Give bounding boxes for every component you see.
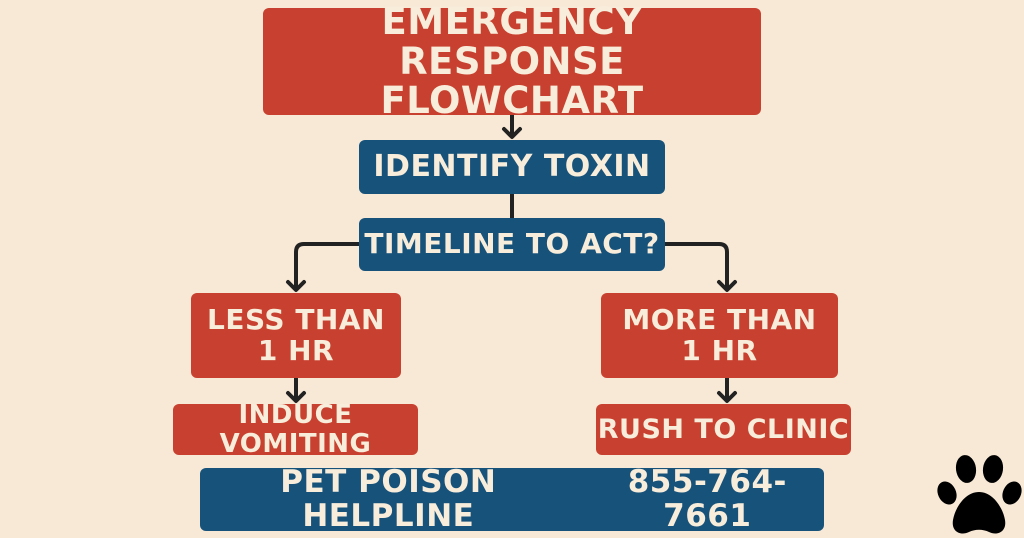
- less-than-line-2: 1 hr: [257, 333, 335, 367]
- induce-vomiting-label: Induce Vomiting: [219, 400, 372, 459]
- arrow-timeline-to-less-than: [286, 242, 359, 292]
- rush-to-clinic-label: Rush to Clinic: [597, 413, 850, 445]
- less-than-1hr-box: Less than 1 hr: [191, 293, 401, 378]
- title-line-2: Flowchart: [380, 79, 644, 123]
- helpline-phone: 855-764-7661: [627, 464, 787, 534]
- flowchart-title-box: Emergency Response Flowchart: [263, 1, 761, 121]
- identify-toxin-label: Identify Toxin: [373, 148, 651, 184]
- rush-to-clinic-box: Rush to Clinic: [596, 404, 851, 455]
- identify-toxin-box: Identify Toxin: [359, 140, 665, 194]
- title-line-1: Emergency Response: [381, 0, 643, 83]
- helpline-label: Pet Poison Helpline: [280, 464, 497, 534]
- helpline-banner: Pet Poison Helpline 855-764-7661: [200, 464, 824, 534]
- timeline-decision-box: Timeline to Act?: [359, 218, 665, 271]
- more-than-line-1: More than: [622, 303, 817, 337]
- arrow-more-than-to-rush: [717, 378, 737, 403]
- paw-print-icon: [937, 455, 1022, 534]
- arrow-timeline-to-more-than: [665, 242, 737, 292]
- more-than-1hr-box: More than 1 hr: [601, 293, 838, 378]
- more-than-line-2: 1 hr: [681, 333, 758, 367]
- less-than-line-1: Less than: [207, 303, 385, 337]
- arrow-less-than-to-induce: [286, 378, 306, 403]
- timeline-decision-label: Timeline to Act?: [364, 227, 660, 261]
- induce-vomiting-box: Induce Vomiting: [173, 400, 418, 459]
